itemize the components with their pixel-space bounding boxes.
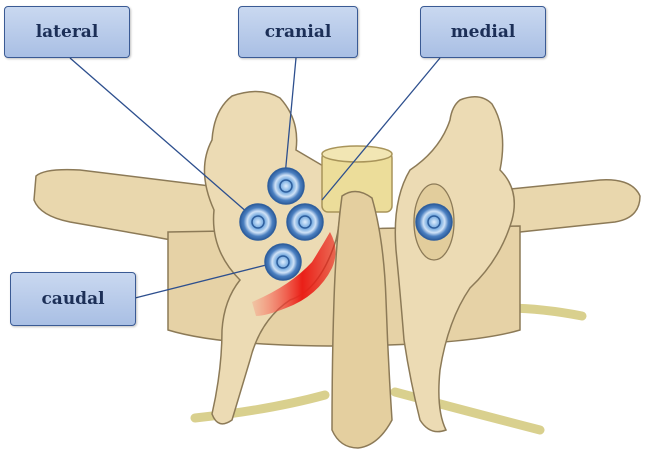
transverse-process-right (494, 179, 641, 234)
label-medial: medial (420, 6, 546, 58)
label-lateral: lateral (4, 6, 130, 58)
spinous-process (331, 190, 393, 449)
label-caudal: caudal (10, 272, 136, 326)
screw-entry-marker-icon (415, 203, 453, 241)
screw-entry-markers (239, 167, 453, 281)
screw-entry-marker-icon (264, 243, 302, 281)
leader-lines (69, 57, 441, 299)
label-cranial: cranial (238, 6, 358, 58)
screw-entry-marker-icon (267, 167, 305, 205)
screw-entry-marker-icon (286, 203, 324, 241)
right-lamina (394, 96, 515, 433)
highlight-region (252, 232, 336, 316)
screw-entry-marker-icon (239, 203, 277, 241)
